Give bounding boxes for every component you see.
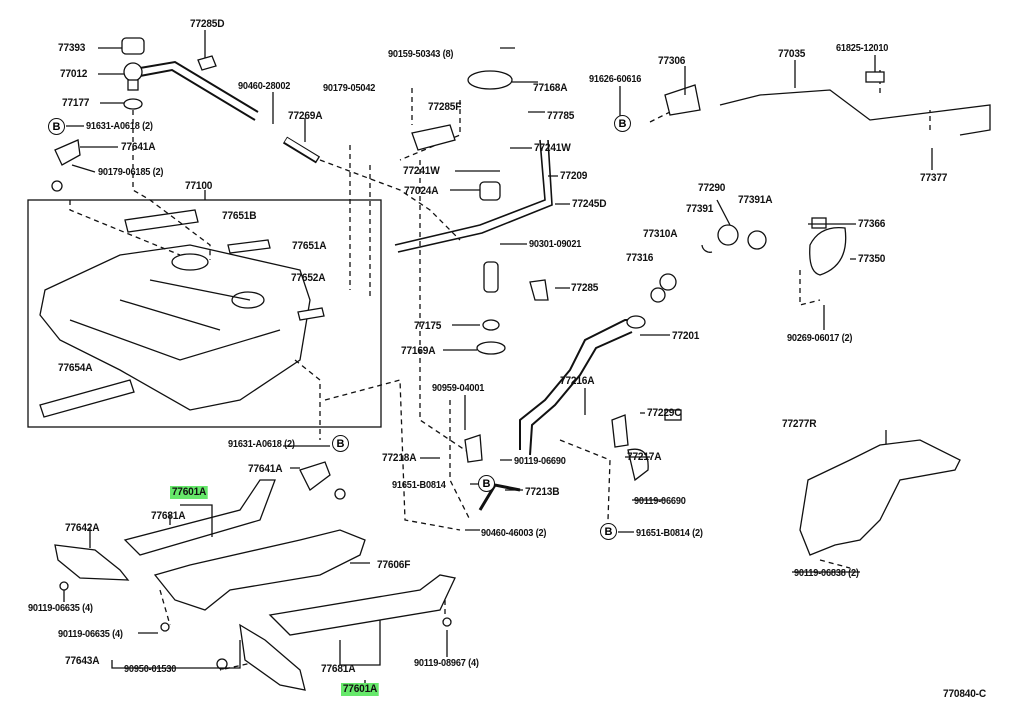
part-label[interactable]: 77217A xyxy=(627,451,662,463)
part-label[interactable]: 77643A xyxy=(65,655,100,667)
part-label[interactable]: 77035 xyxy=(778,48,806,60)
part-label[interactable]: 77229C xyxy=(647,407,682,419)
reference-marker-b: B xyxy=(478,475,495,492)
part-label[interactable]: 91631-A0618 (2) xyxy=(228,439,295,450)
fuel-lid xyxy=(809,226,847,276)
part-label[interactable]: 77216A xyxy=(560,375,595,387)
part-label[interactable]: 77241W xyxy=(403,165,440,177)
part-label[interactable]: 77218A xyxy=(382,452,417,464)
part-label[interactable]: 77175 xyxy=(414,320,442,332)
part-label[interactable]: 77377 xyxy=(920,172,948,184)
cap-77393 xyxy=(121,37,145,55)
part-label[interactable]: 90179-05042 xyxy=(323,83,376,94)
part-label[interactable]: 91626-60616 xyxy=(589,74,642,85)
part-label[interactable]: 77350 xyxy=(858,253,886,265)
part-label[interactable]: 90159-50343 (8) xyxy=(388,49,454,60)
part-label[interactable]: 77024A xyxy=(404,185,439,197)
part-label[interactable]: 77177 xyxy=(62,97,90,109)
part-label[interactable]: 77651A xyxy=(292,240,327,252)
fuel-pump xyxy=(483,261,499,293)
band-77601a-lower xyxy=(268,574,456,636)
pad-77651b xyxy=(124,209,199,233)
part-label[interactable]: 77201 xyxy=(672,330,700,342)
part-label-highlighted[interactable]: 77601A xyxy=(170,486,209,499)
part-label[interactable]: 90950-01530 xyxy=(124,664,177,675)
pad-77652a xyxy=(297,307,325,321)
part-label[interactable]: 90959-04001 xyxy=(432,383,485,394)
part-label[interactable]: 77681A xyxy=(321,663,356,675)
part-label[interactable]: 77285F xyxy=(428,101,462,113)
part-label[interactable]: 77100 xyxy=(185,180,213,192)
part-label[interactable]: 77641A xyxy=(121,141,156,153)
part-label[interactable]: 77241W xyxy=(534,142,571,154)
part-label[interactable]: 90119-06690 xyxy=(514,456,566,467)
pad-77654a xyxy=(39,379,135,418)
part-label[interactable]: 77642A xyxy=(65,522,100,534)
fuel-lid-cable xyxy=(719,89,991,136)
part-label[interactable]: 77785 xyxy=(547,110,575,122)
drawing-number: 770840-C xyxy=(943,688,986,700)
part-label[interactable]: 90269-06017 (2) xyxy=(787,333,853,344)
part-label[interactable]: 77651B xyxy=(222,210,257,222)
part-label[interactable]: 77277R xyxy=(782,418,817,430)
part-label[interactable]: 91631-A0618 (2) xyxy=(86,121,153,132)
band-77601a-upper xyxy=(123,479,276,556)
part-label[interactable]: 91651-B0814 (2) xyxy=(636,528,703,539)
part-label[interactable]: 90460-28002 xyxy=(238,81,291,92)
reference-marker-b: B xyxy=(600,523,617,540)
part-label[interactable]: 77169A xyxy=(401,345,436,357)
part-label[interactable]: 90301-09021 xyxy=(529,239,582,250)
reference-marker-b: B xyxy=(332,435,349,452)
part-label[interactable]: 77606F xyxy=(377,559,411,571)
part-label[interactable]: 90119-06635 (4) xyxy=(28,603,93,614)
part-label[interactable]: 77012 xyxy=(60,68,88,80)
part-label[interactable]: 77366 xyxy=(858,218,886,230)
part-label[interactable]: 77245D xyxy=(572,198,607,210)
fuel-tank xyxy=(39,244,311,411)
part-label[interactable]: 77393 xyxy=(58,42,86,54)
protector-77643a xyxy=(239,623,306,691)
part-label[interactable]: 91651-B0814 xyxy=(392,480,446,491)
protector-77606f xyxy=(153,529,366,611)
part-label[interactable]: 77391 xyxy=(686,203,714,215)
part-label[interactable]: 90119-06838 (2) xyxy=(794,568,859,579)
part-label[interactable]: 77269A xyxy=(288,110,323,122)
reference-marker-b: B xyxy=(614,115,631,132)
part-label[interactable]: 77652A xyxy=(291,272,326,284)
gasket-77168a xyxy=(467,70,513,90)
pad-77651a xyxy=(227,239,271,254)
part-label-highlighted[interactable]: 77601A xyxy=(341,683,380,696)
part-label[interactable]: 90119-06635 (4) xyxy=(58,629,123,640)
part-label[interactable]: 61825-12010 xyxy=(836,43,889,54)
reference-marker-b: B xyxy=(48,118,65,135)
part-label[interactable]: 77654A xyxy=(58,362,93,374)
part-label[interactable]: 77213B xyxy=(525,486,560,498)
part-label[interactable]: 77168A xyxy=(533,82,568,94)
part-label[interactable]: 90119-08967 (4) xyxy=(414,658,479,669)
protector-77642a xyxy=(54,544,130,581)
filler-pipe xyxy=(139,60,259,121)
part-label[interactable]: 77290 xyxy=(698,182,726,194)
part-label[interactable]: 90460-46003 (2) xyxy=(481,528,547,539)
part-label[interactable]: 90119-06690 xyxy=(634,496,686,507)
part-label[interactable]: 77285 xyxy=(571,282,599,294)
part-label[interactable]: 90179-06185 (2) xyxy=(98,167,164,178)
part-label[interactable]: 77391A xyxy=(738,194,773,206)
part-label[interactable]: 77209 xyxy=(560,170,588,182)
part-label[interactable]: 77306 xyxy=(658,55,686,67)
part-label[interactable]: 77641A xyxy=(248,463,283,475)
part-label[interactable]: 77285D xyxy=(190,18,225,30)
heat-shield-77277r xyxy=(799,439,961,556)
part-label[interactable]: 77310A xyxy=(643,228,678,240)
part-label[interactable]: 77681A xyxy=(151,510,186,522)
part-label[interactable]: 77316 xyxy=(626,252,654,264)
